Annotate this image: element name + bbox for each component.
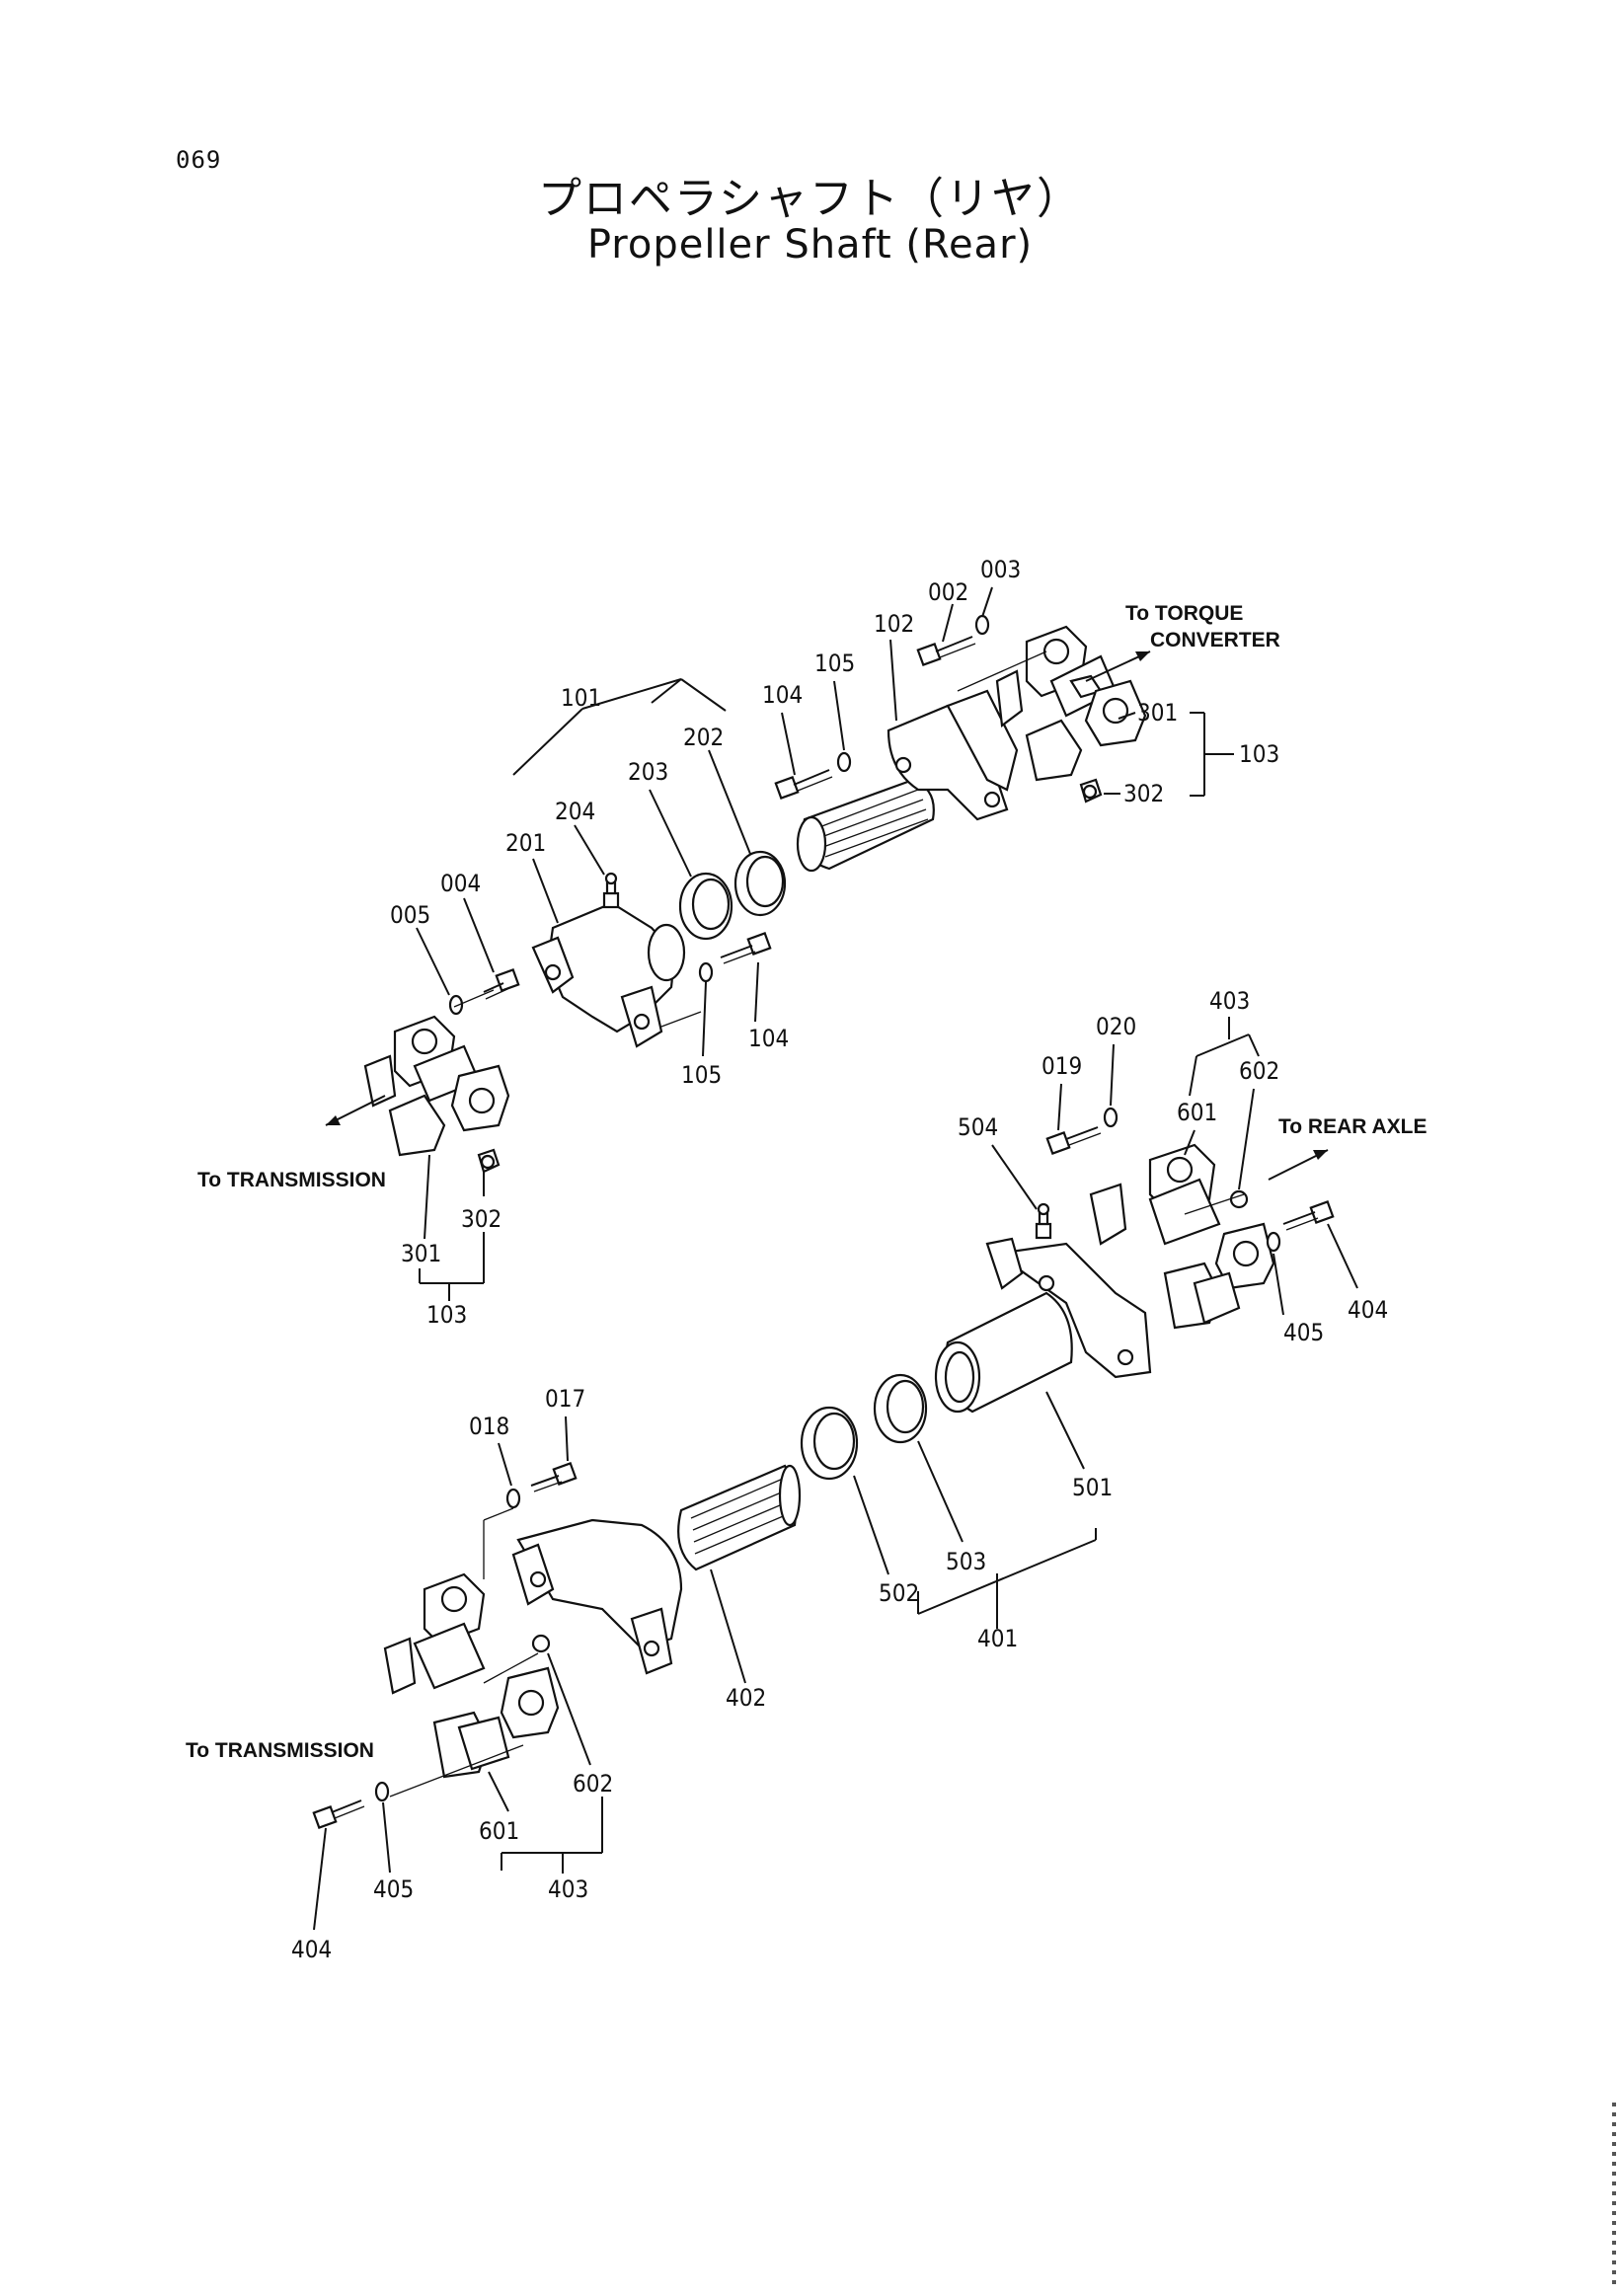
assembly-centerlines (389, 651, 1245, 1798)
title-japanese: プロペラシャフト（リヤ） (537, 174, 1083, 224)
callout-103-upper: 103 (1239, 740, 1279, 768)
part-003-washer (974, 614, 990, 636)
lower-shaft-assembly (312, 1107, 1335, 1830)
part-404-bolt-lower (312, 1799, 365, 1830)
callout-019: 019 (1041, 1052, 1082, 1080)
callout-204: 204 (555, 798, 595, 825)
direction-arrows (325, 651, 1329, 1181)
callout-101: 101 (561, 684, 601, 712)
callout-502: 502 (879, 1579, 919, 1607)
callout-105-upper: 105 (814, 650, 855, 677)
callout-601-lower: 601 (479, 1817, 519, 1845)
part-502-seal (800, 1406, 859, 1481)
callout-403-lower: 403 (548, 1875, 588, 1903)
callout-504: 504 (958, 1113, 998, 1141)
callout-405-lower: 405 (373, 1875, 414, 1903)
part-405-washer-right (1266, 1231, 1281, 1253)
part-105-washer-lower (698, 961, 714, 983)
part-004-bolt (483, 967, 520, 1000)
callout-602-lower: 602 (573, 1770, 613, 1798)
callout-105-lower: 105 (681, 1061, 722, 1089)
callout-numbers: 002 003 102 105 104 101 202 203 204 201 … (291, 556, 1388, 1963)
part-102-splined-shaft (796, 689, 1019, 873)
scan-edge-marks (1612, 2103, 1616, 2290)
part-018-washer (505, 1488, 521, 1509)
callout-403-upper: 403 (1209, 987, 1250, 1015)
part-103-universal-joint-top-right (995, 625, 1147, 804)
callout-002: 002 (928, 578, 968, 606)
part-503-seal (873, 1373, 928, 1444)
part-020-washer (1103, 1107, 1119, 1128)
callout-104-upper: 104 (762, 681, 803, 709)
callout-602-upper: 602 (1239, 1057, 1279, 1085)
callout-202: 202 (683, 724, 724, 751)
part-203-seal (678, 872, 733, 941)
callout-501: 501 (1072, 1474, 1113, 1501)
part-201-slip-yoke (531, 901, 686, 1048)
part-105-washer-upper (836, 751, 852, 773)
page-number: 069 (176, 146, 222, 174)
callout-017: 017 (545, 1385, 585, 1413)
part-005-washer (448, 994, 464, 1016)
part-002-bolt (916, 636, 976, 667)
callout-404-right: 404 (1348, 1296, 1388, 1324)
callout-302-left: 302 (461, 1205, 501, 1233)
callout-104-lower: 104 (748, 1025, 789, 1052)
callout-201: 201 (505, 829, 546, 857)
part-504-grease-fitting (1035, 1202, 1052, 1240)
title-english: Propeller Shaft (Rear) (586, 222, 1034, 268)
part-403-universal-joint-lower-left (383, 1572, 560, 1779)
callout-601-upper: 601 (1177, 1099, 1217, 1126)
callout-102: 102 (874, 610, 914, 638)
leader-lines (313, 586, 1358, 1931)
callout-005: 005 (390, 901, 430, 929)
part-204-grease-fitting (602, 872, 620, 909)
label-to-torque-converter-2: CONVERTER (1150, 629, 1280, 651)
callout-301-upper: 301 (1137, 699, 1178, 727)
callout-203: 203 (628, 758, 668, 786)
part-202-seal (733, 850, 787, 917)
part-103-universal-joint-left (363, 1015, 510, 1174)
part-602-grease-nipple-right (1229, 1189, 1249, 1209)
upper-shaft-assembly (363, 614, 1147, 1174)
label-to-rear-axle: To REAR AXLE (1278, 1115, 1427, 1138)
callout-003: 003 (980, 556, 1021, 583)
callout-301-left: 301 (401, 1240, 441, 1267)
callout-018: 018 (469, 1413, 509, 1440)
part-017-bolt (530, 1461, 578, 1492)
callout-404-lower: 404 (291, 1936, 332, 1963)
part-402-splined-shaft (511, 1464, 802, 1675)
callout-402: 402 (726, 1684, 766, 1712)
callout-004: 004 (440, 870, 481, 897)
callout-401: 401 (977, 1625, 1018, 1652)
part-602-grease-nipple-left (531, 1634, 551, 1653)
part-405-washer-lower (374, 1781, 390, 1802)
callout-020: 020 (1096, 1013, 1136, 1040)
callout-503: 503 (946, 1548, 986, 1575)
label-to-transmission-lower: To TRANSMISSION (186, 1739, 374, 1762)
label-to-transmission-upper: To TRANSMISSION (197, 1169, 386, 1191)
part-104-bolt-lower (720, 931, 772, 964)
callout-302-upper: 302 (1123, 780, 1164, 807)
callout-103-left: 103 (426, 1301, 467, 1329)
part-501-tube-yoke (934, 1237, 1152, 1414)
part-104-bolt-upper (774, 769, 833, 801)
part-404-bolt-right (1282, 1199, 1335, 1231)
callout-405-right: 405 (1283, 1319, 1324, 1346)
part-019-bolt (1045, 1126, 1102, 1156)
label-to-torque-converter-1: To TORQUE (1125, 602, 1243, 625)
